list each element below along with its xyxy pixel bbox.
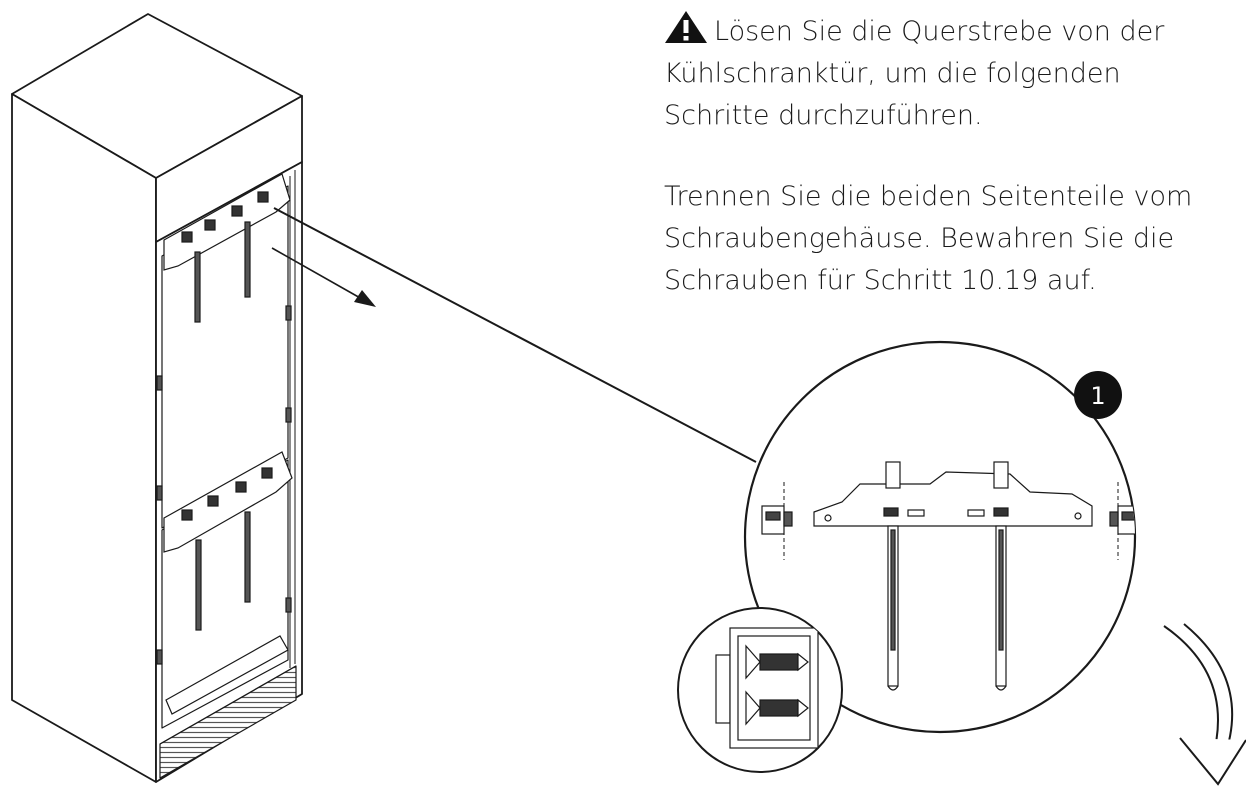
- crossbar-detail: [813, 461, 1093, 691]
- lower-crossbar: [156, 305, 293, 715]
- curved-arrow-down-icon: [1163, 623, 1246, 786]
- cabinet-front: [155, 161, 303, 783]
- instruction-line-1: Trennen Sie die beiden Seitenteile vom: [664, 181, 1193, 212]
- leader-line: [273, 207, 757, 463]
- screw-housing-inset: [677, 607, 843, 773]
- instruction-line-3: Schrauben für Schritt 10.19 auf.: [664, 265, 1097, 296]
- zoom-detail: 1: [743, 340, 1137, 734]
- warning-line-1: Lösen Sie die Querstrebe von der: [664, 10, 1194, 53]
- warning-text-1: Lösen Sie die Querstrebe von der: [714, 16, 1165, 47]
- fridge-cabinet: [11, 13, 303, 783]
- side-part-left: [761, 482, 793, 560]
- screw-lower: [745, 690, 809, 726]
- warning-note: Lösen Sie die Querstrebe von der Kühlsch…: [664, 10, 1194, 137]
- warning-line-2: Kühlschranktür, um die folgenden: [664, 58, 1121, 89]
- instruction-line-2: Schraubengehäuse. Bewahren Sie die: [664, 223, 1175, 254]
- screw-upper: [745, 644, 809, 680]
- warning-line-3: Schritte durchzuführen.: [664, 100, 983, 131]
- step-badge: 1: [1074, 371, 1122, 419]
- warning-triangle-icon: [665, 11, 707, 43]
- upper-crossbar: [163, 173, 291, 323]
- step-badge-number: 1: [1090, 382, 1105, 410]
- instruction-note: Trennen Sie die beiden Seitenteile vom S…: [664, 176, 1194, 302]
- side-part-right: [1109, 482, 1135, 560]
- direction-arrow-icon: [271, 247, 376, 307]
- cabinet-side: [11, 93, 157, 783]
